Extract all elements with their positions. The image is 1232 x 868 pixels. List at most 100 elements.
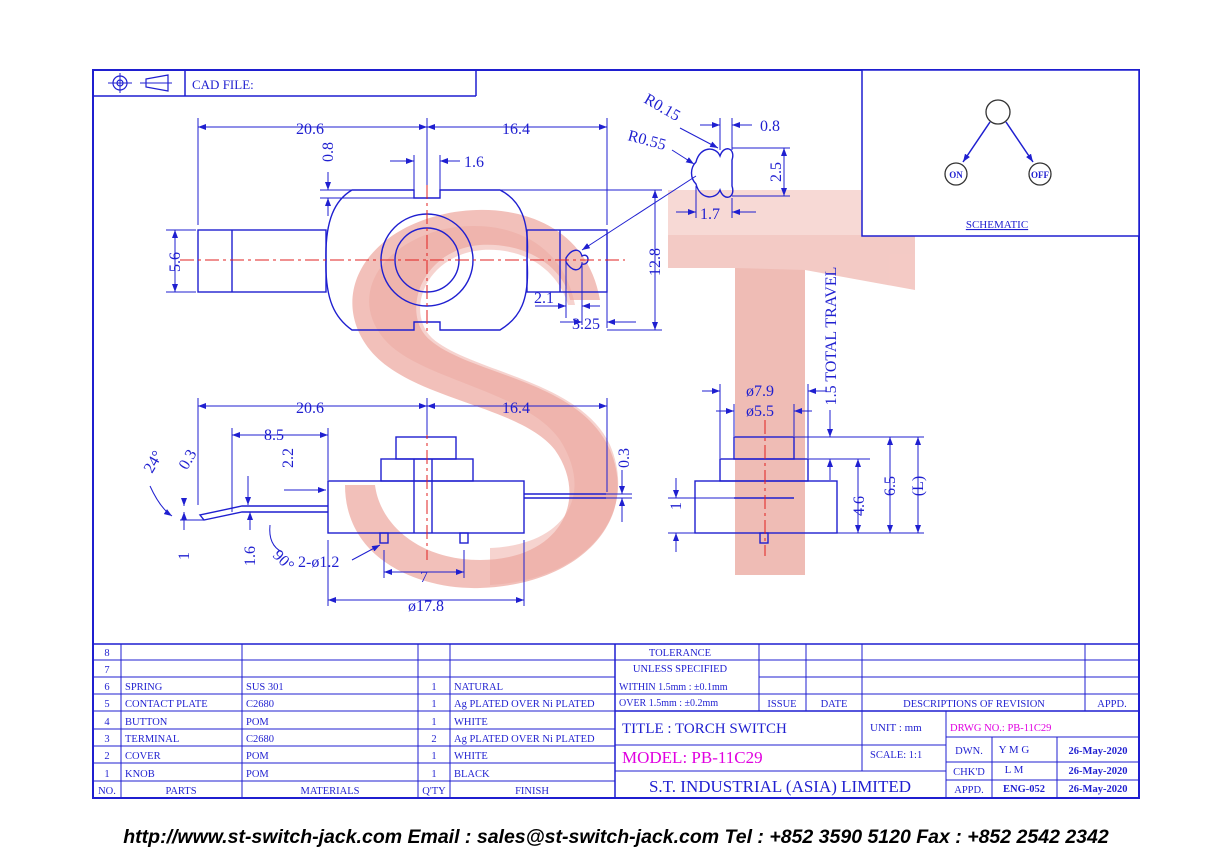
bom-cell-finish: WHITE [454, 751, 488, 762]
end-view [694, 420, 838, 556]
tolerance-over: OVER 1.5mm : ±0.2mm [619, 698, 718, 709]
dim-16-4-top: 16.4 [502, 121, 530, 138]
bom-cell-qty: 1 [431, 717, 436, 728]
bom-cell-material: C2680 [246, 699, 274, 710]
dim-total-travel: 1.5 TOTAL TRAVEL [823, 267, 840, 406]
drawing-title: TITLE : TORCH SWITCH [622, 721, 787, 737]
bom-header-parts: PARTS [165, 786, 196, 797]
dim-1-side: 1 [176, 552, 193, 560]
side-view-dimensions [149, 398, 632, 606]
dim-24-deg: 24° [141, 448, 167, 476]
dim-7: 7 [420, 569, 428, 586]
bom-cell-finish: Ag PLATED OVER Ni PLATED [454, 699, 595, 710]
bom-header-finish: FINISH [515, 786, 549, 797]
dim-6-5: 6.5 [882, 476, 899, 496]
projection-symbol-icon [108, 73, 172, 93]
bom-cell-finish: BLACK [454, 769, 490, 780]
dim-0-3-side: 0.3 [616, 448, 633, 468]
bom-cell-no: 3 [104, 734, 109, 745]
bom-header-qty: Q'TY [422, 786, 446, 797]
dim-8-5: 8.5 [264, 427, 284, 444]
bom-cell-no: 5 [104, 699, 109, 710]
drawing-number: DRWG NO.: PB-11C29 [950, 723, 1051, 734]
bom-cell-no: 6 [104, 682, 109, 693]
bom-table [93, 643, 1139, 798]
chkd-date: 26-May-2020 [1069, 766, 1128, 777]
bom-cell-qty: 1 [431, 769, 436, 780]
dim-r055: R0.55 [626, 127, 668, 153]
top-view-dimensions [166, 118, 697, 331]
bom-cell-part: BUTTON [125, 717, 168, 728]
schematic-title: SCHEMATIC [966, 219, 1028, 231]
dwn-name: Y M G [999, 744, 1030, 756]
dim-0-8-slot: 0.8 [320, 142, 337, 162]
bom-cell-no: 8 [104, 648, 109, 659]
tolerance-within: WITHIN 1.5mm : ±0.1mm [619, 682, 728, 693]
model-number: MODEL: PB-11C29 [622, 748, 763, 767]
appd-name: ENG-052 [1003, 784, 1045, 795]
dim-16-4-side: 16.4 [502, 400, 530, 417]
bom-cell-material: SUS 301 [246, 682, 284, 693]
bom-cell-material: C2680 [246, 734, 274, 745]
cad-file-label: CAD FILE: [192, 77, 254, 92]
bom-cell-part: KNOB [125, 769, 155, 780]
dim-5-6: 5.6 [167, 252, 184, 272]
bom-cell-finish: Ag PLATED OVER Ni PLATED [454, 734, 595, 745]
title-block [615, 644, 1139, 798]
dim-20-6-side: 20.6 [296, 400, 324, 417]
bom-cell-part: SPRING [125, 682, 163, 693]
bom-cell-material: POM [246, 769, 269, 780]
revision-header: DESCRIPTIONS OF REVISION [903, 699, 1045, 710]
issue-header: ISSUE [767, 699, 796, 710]
end-view-labels: ø7.9 ø5.5 1.5 TOTAL TRAVEL 1 4.6 6.5 (L) [668, 267, 927, 516]
dim-2-2: 2.2 [280, 448, 297, 468]
technical-drawing: CAD FILE: ON OFF SCHEMATIC [92, 69, 1140, 799]
bom-cell-qty: 2 [431, 734, 436, 745]
dim-1-6: 1.6 [242, 546, 259, 566]
scale-label: SCALE: 1:1 [870, 750, 922, 761]
appd-date: 26-May-2020 [1069, 784, 1128, 795]
schematic-on-label: ON [949, 170, 963, 180]
bom-cell-finish: WHITE [454, 717, 488, 728]
dim-7-9: ø7.9 [746, 383, 774, 400]
company-name: S.T. INDUSTRIAL (ASIA) LIMITED [649, 777, 911, 796]
appd-header: APPD. [1097, 699, 1126, 710]
dim-12-8: 12.8 [647, 248, 664, 276]
dwn-label: DWN. [955, 746, 983, 757]
dim-1-7-tip: 1.7 [700, 206, 720, 223]
bom-header-no: NO. [98, 786, 116, 797]
dim-1-end: 1 [668, 502, 685, 510]
dim-17-8: ø17.8 [408, 598, 444, 615]
appd-label: APPD. [954, 785, 983, 796]
title-block-text: TOLERANCE UNLESS SPECIFIED WITHIN 1.5mm … [619, 648, 1127, 796]
bom-header-materials: MATERIALS [301, 786, 360, 797]
dim-2-5-tip: 2.5 [768, 162, 785, 182]
schematic-off-label: OFF [1031, 170, 1049, 180]
bom-cell-qty: 1 [431, 682, 436, 693]
chkd-name: L M [1005, 764, 1024, 776]
dim-L: (L) [910, 476, 927, 496]
bom-cell-qty: 1 [431, 699, 436, 710]
bom-cell-part: TERMINAL [125, 734, 179, 745]
dim-4-6: 4.6 [851, 496, 868, 516]
contact-footer: http://www.st-switch-jack.com Email : sa… [123, 826, 1109, 848]
bom-cell-part: CONTACT PLATE [125, 699, 208, 710]
dim-3-25: 3.25 [572, 316, 600, 333]
dwn-date: 26-May-2020 [1069, 746, 1128, 757]
bom-cell-no: 7 [104, 665, 109, 676]
dim-90-deg: 90° [269, 547, 297, 575]
dim-20-6-top: 20.6 [296, 121, 324, 138]
chkd-label: CHK'D [953, 767, 985, 778]
unless-specified-label: UNLESS SPECIFIED [633, 664, 728, 675]
bom-cell-material: POM [246, 751, 269, 762]
cad-file-header: CAD FILE: [93, 70, 477, 97]
tolerance-label: TOLERANCE [649, 648, 711, 659]
dim-2-pins: 2-ø1.2 [298, 554, 339, 571]
bom-cell-no: 1 [104, 769, 109, 780]
bom-cell-no: 2 [104, 751, 109, 762]
schematic-panel: ON OFF SCHEMATIC [861, 69, 1140, 237]
unit-label: UNIT : mm [870, 722, 922, 734]
bom-cell-no: 4 [104, 717, 110, 728]
dim-0-3-lead: 0.3 [176, 447, 201, 473]
